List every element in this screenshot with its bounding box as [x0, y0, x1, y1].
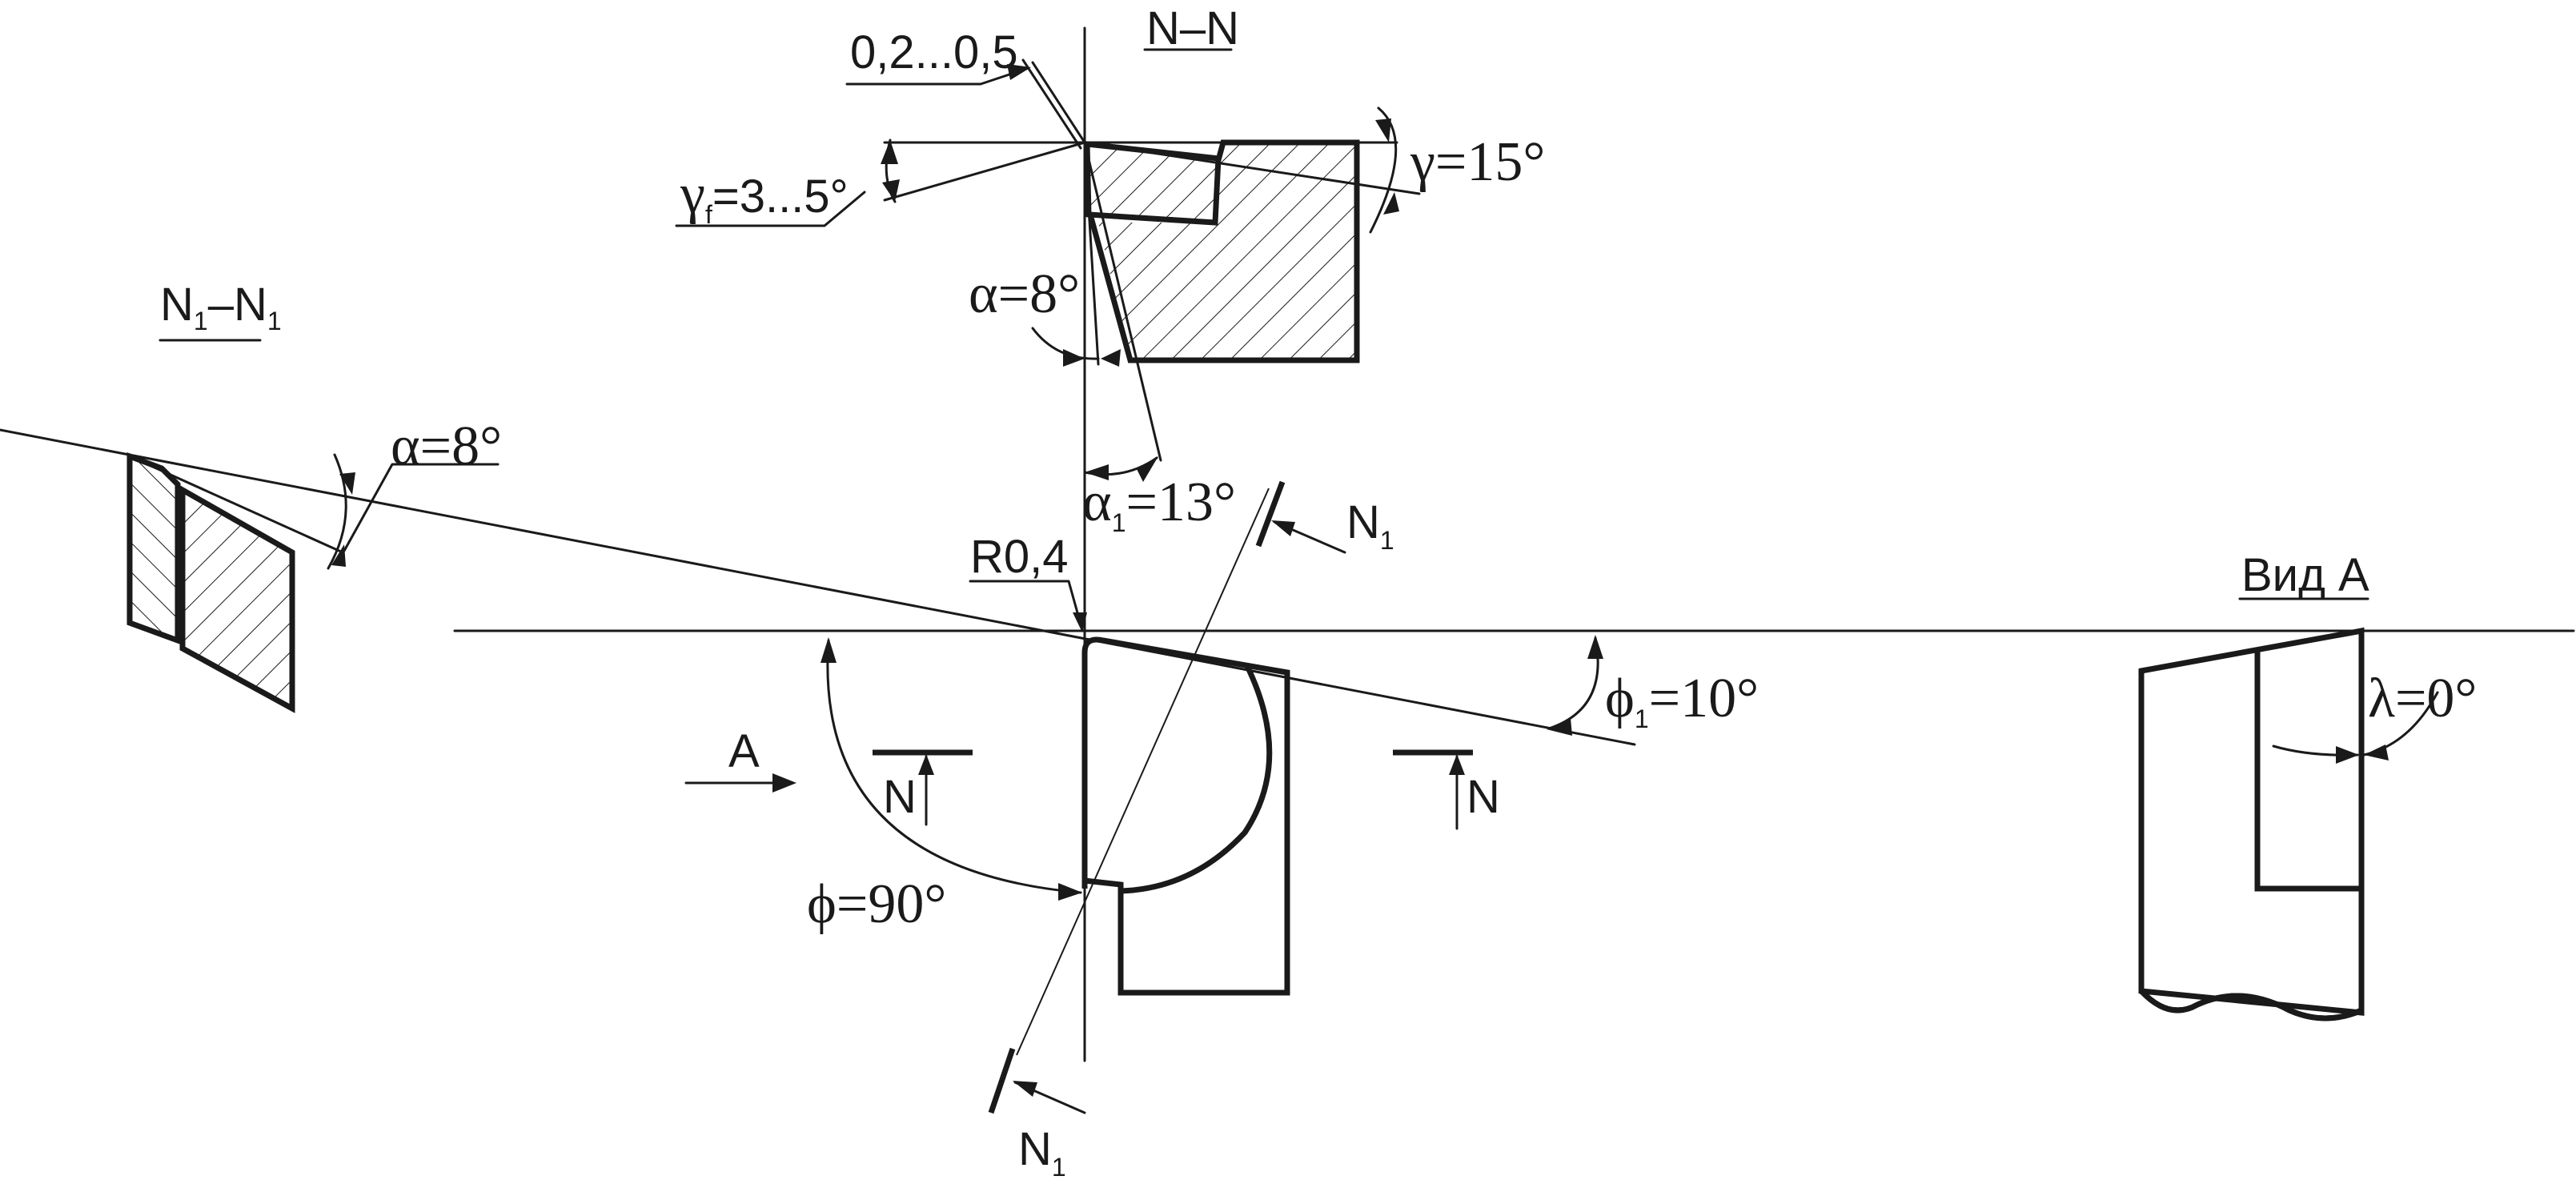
view-a-insert	[2254, 650, 2361, 892]
section-n1-n1: N1–N1	[126, 279, 500, 713]
gamma-angle-arc	[1369, 106, 1398, 234]
chip-breaker-curve	[1120, 664, 1273, 894]
marker-n1-lower: N1	[1018, 1123, 1066, 1180]
lambda-label: λ=0°	[2368, 668, 2477, 729]
nose-radius-label: R0,4	[970, 531, 1069, 583]
section-n-n-title: N–N	[1146, 2, 1239, 54]
nn-gamma-f-line	[883, 141, 1086, 202]
marker-n1-upper: N1	[1346, 496, 1394, 555]
land-width-label: 0,2...0,5	[850, 26, 1018, 78]
alpha-left-angle-arc	[327, 453, 347, 570]
gamma-f-leader	[675, 191, 866, 227]
secondary-edge-line	[0, 428, 1636, 746]
section-markers: A N N N1 N1	[684, 480, 1500, 1180]
section-n-n: N–N	[675, 2, 1421, 482]
tool-plan-outline	[1081, 636, 1290, 996]
alpha-left-label: α=8°	[391, 415, 502, 477]
marker-n-right: N	[1467, 771, 1500, 823]
alpha-left-leader	[343, 463, 500, 552]
nose-radius-leader	[969, 580, 1084, 632]
view-a: Вид А	[2138, 549, 2439, 1021]
n1-left-hatch	[130, 456, 178, 640]
gamma-f-label: γf=3...5°	[680, 163, 849, 229]
alpha-top-angle-arc	[1031, 327, 1100, 360]
n1-section-trace	[1016, 488, 1270, 1056]
marker-a-label: A	[728, 725, 760, 777]
nn-land-hatch	[1087, 146, 1218, 223]
phi-label: ϕ=90°	[807, 873, 946, 935]
alpha-top-label: α=8°	[969, 263, 1080, 325]
phi1-label: ϕ1=10°	[1605, 668, 1759, 733]
plan-view	[0, 26, 2575, 1062]
gamma-label: γ=15°	[1410, 131, 1545, 193]
marker-n-left: N	[883, 771, 917, 823]
nn-body-hatch	[1098, 142, 1357, 360]
view-a-title: Вид А	[2241, 549, 2369, 601]
section-n1-n1-title: N1–N1	[160, 279, 282, 335]
alpha1-label: α1=13°	[1082, 472, 1236, 537]
view-a-body	[2138, 627, 2365, 1016]
n1-right-hatch	[183, 490, 292, 708]
phi-angle-arc	[826, 639, 1082, 894]
dimension-labels: 0,2...0,5 γf=3...5° γ=15° α=8° α=8° α1=1…	[391, 26, 2477, 935]
